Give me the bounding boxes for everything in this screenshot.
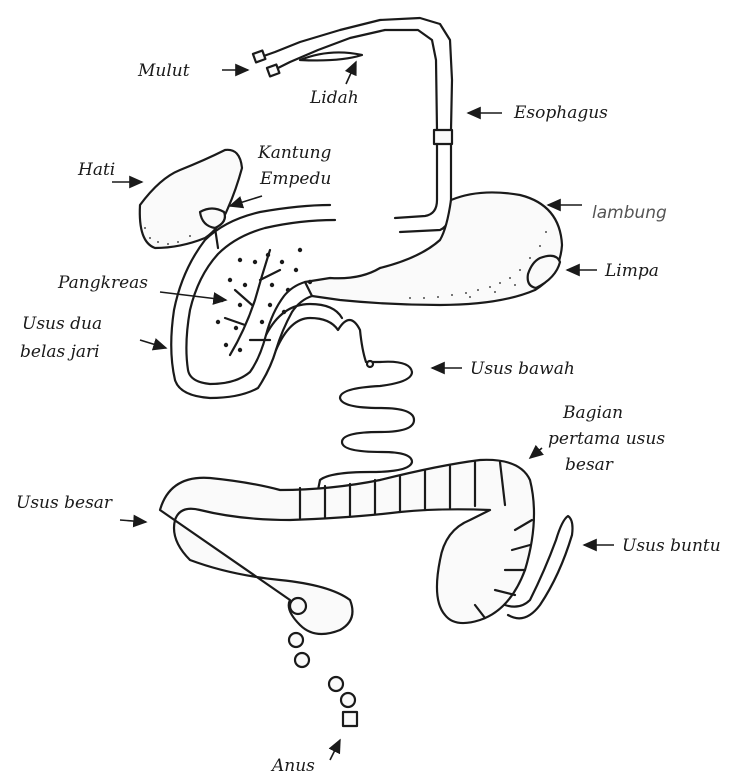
labels: Mulut Lidah Esophagus Hati Kantung Emped… [16,61,721,776]
label-kantung-1: Kantung [257,143,332,163]
label-bagian-3: besar [565,455,614,475]
label-bagian-1: Bagian [562,403,623,423]
pancreas [216,248,312,355]
label-usus-dua-1: Usus dua [22,314,102,334]
large-intestine [160,460,534,726]
liver [140,150,242,248]
label-lidah: Lidah [309,88,359,108]
label-kantung-2: Empedu [259,169,331,189]
label-limpa: Limpa [604,261,659,281]
label-usus-dua-2: belas jari [20,342,100,362]
arrow-usus-dua [140,340,166,348]
label-mulut: Mulut [137,61,190,81]
arrow-lidah [346,62,356,84]
label-anus: Anus [270,756,315,776]
label-esophagus: Esophagus [513,103,608,123]
label-bagian-2: pertama usus [548,429,665,449]
label-lambung: lambung [592,203,667,223]
small-intestine [266,304,414,490]
arrow-kantung [230,196,262,206]
arrow-bagian [530,448,542,458]
arrow-usus-besar [120,520,146,522]
label-usus-buntu: Usus buntu [622,536,721,556]
label-usus-besar: Usus besar [16,493,113,513]
mouth-and-esophagus [253,18,452,232]
label-pangkreas: Pangkreas [57,273,148,293]
label-hati: Hati [77,160,115,180]
label-usus-bawah: Usus bawah [470,359,575,379]
stomach [305,192,562,305]
arrow-anus [330,740,340,760]
